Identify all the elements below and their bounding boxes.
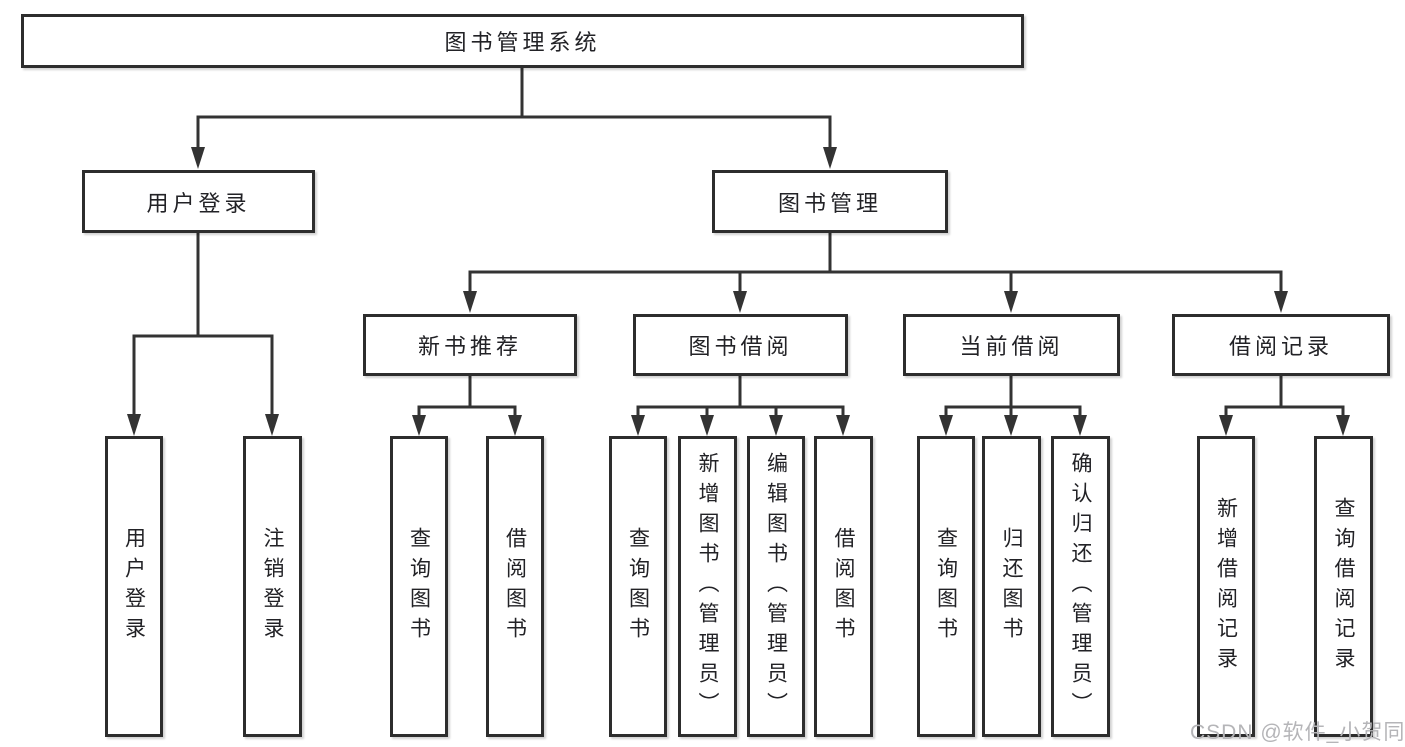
arrowhead <box>733 291 747 313</box>
leaf-user-login-label: 用户登录 <box>122 526 146 647</box>
node-borrow-records: 借阅记录 <box>1172 314 1390 376</box>
connector-recommend-to-leaves <box>412 376 522 436</box>
arrowhead <box>1073 415 1087 436</box>
arrowhead <box>631 415 645 436</box>
arrowhead <box>127 414 141 436</box>
node-current-borrow-label: 当前借阅 <box>959 334 1064 359</box>
node-current-borrow: 当前借阅 <box>903 314 1120 376</box>
node-book-borrow: 图书借阅 <box>633 314 848 376</box>
node-new-book-recommend: 新书推荐 <box>363 314 577 376</box>
leaf-borrow-query-books: 查询图书 <box>609 436 667 737</box>
node-book-management-label: 图书管理 <box>777 190 882 216</box>
connector-user-login-to-leaves <box>127 233 279 436</box>
leaf-recommend-query-books: 查询图书 <box>390 436 448 737</box>
node-root-label: 图书管理系统 <box>444 30 601 55</box>
leaf-records-add-record: 新增借阅记录 <box>1197 436 1255 737</box>
leaf-current-confirm-return-admin-label: 确认归还（管理员） <box>1069 451 1092 722</box>
node-new-book-recommend-label: 新书推荐 <box>417 334 522 359</box>
node-book-management: 图书管理 <box>712 170 948 233</box>
leaf-borrow-add-books-admin: 新增图书（管理员） <box>678 436 737 737</box>
leaf-borrow-edit-books-admin-label: 编辑图书（管理员） <box>764 451 788 722</box>
connector-borrow-to-leaves <box>631 376 850 436</box>
arrowhead <box>1219 415 1233 436</box>
arrowhead <box>769 415 783 436</box>
leaf-user-login: 用户登录 <box>105 436 163 737</box>
leaf-borrow-borrow-books: 借阅图书 <box>814 436 873 737</box>
arrowhead <box>191 147 205 169</box>
leaf-current-return-books: 归还图书 <box>982 436 1041 737</box>
watermark: CSDN @软件_小贺同学 <box>1190 721 1405 744</box>
arrowhead <box>412 415 426 436</box>
node-user-login: 用户登录 <box>82 170 315 233</box>
leaf-recommend-query-books-label: 查询图书 <box>407 526 431 647</box>
leaf-borrow-borrow-books-label: 借阅图书 <box>832 526 855 647</box>
arrowhead <box>939 415 953 436</box>
arrowhead <box>265 414 279 436</box>
arrowhead <box>823 147 837 169</box>
connector-current-to-leaves <box>939 376 1087 436</box>
leaf-current-query-books-label: 查询图书 <box>934 526 958 647</box>
leaf-current-confirm-return-admin: 确认归还（管理员） <box>1051 436 1110 737</box>
arrowhead <box>463 291 477 313</box>
arrowhead <box>836 415 850 436</box>
leaf-records-query-record: 查询借阅记录 <box>1314 436 1373 737</box>
leaf-borrow-edit-books-admin: 编辑图书（管理员） <box>747 436 805 737</box>
arrowhead <box>1004 415 1018 436</box>
node-borrow-records-label: 借阅记录 <box>1228 334 1333 359</box>
leaf-borrow-query-books-label: 查询图书 <box>626 526 650 647</box>
node-book-borrow-label: 图书借阅 <box>688 334 793 359</box>
arrowhead <box>1336 415 1350 436</box>
leaf-records-add-record-label: 新增借阅记录 <box>1214 496 1238 677</box>
node-root: 图书管理系统 <box>21 14 1024 68</box>
arrowhead <box>700 415 714 436</box>
arrowhead <box>1004 291 1018 313</box>
leaf-logout: 注销登录 <box>243 436 302 737</box>
connector-book-management-to-level3 <box>463 233 1288 313</box>
node-user-login-label: 用户登录 <box>146 190 251 216</box>
arrowhead <box>1274 291 1288 313</box>
connector-root-to-level2 <box>191 68 837 169</box>
leaf-records-query-record-label: 查询借阅记录 <box>1332 496 1355 677</box>
leaf-current-return-books-label: 归还图书 <box>1000 526 1023 647</box>
connector-records-to-leaves <box>1219 376 1350 436</box>
leaf-borrow-add-books-admin-label: 新增图书（管理员） <box>696 451 719 722</box>
leaf-current-query-books: 查询图书 <box>917 436 975 737</box>
arrowhead <box>508 415 522 436</box>
leaf-recommend-borrow-books-label: 借阅图书 <box>503 526 527 647</box>
leaf-recommend-borrow-books: 借阅图书 <box>486 436 544 737</box>
leaf-logout-label: 注销登录 <box>261 526 284 647</box>
